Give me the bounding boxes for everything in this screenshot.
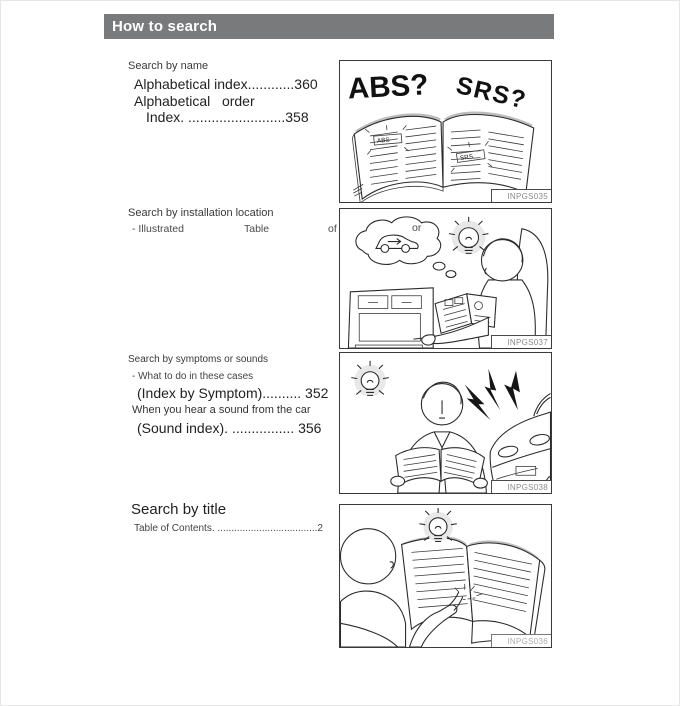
figure-search-by-location: INPGS037 bbox=[339, 208, 552, 349]
light-bulb-icon bbox=[419, 507, 457, 543]
toc-line-sound-index: (Sound index). ................ 356 bbox=[137, 420, 322, 436]
hear-sound-line: When you hear a sound from the car bbox=[132, 404, 311, 416]
toc-line-alphabetical-index: Alphabetical index............360 bbox=[134, 76, 318, 92]
section-name-heading: Search by name bbox=[128, 60, 209, 72]
figure-code: INPGS038 bbox=[491, 480, 551, 493]
figure-code: INPGS037 bbox=[491, 335, 551, 348]
driver-reading-manual-illustration bbox=[347, 216, 549, 348]
highlight-sparkle-icon bbox=[454, 583, 483, 601]
page-title: How to search bbox=[104, 14, 554, 39]
section-symptoms-heading: Search by symptoms or sounds bbox=[128, 354, 269, 365]
dashboard-icon bbox=[347, 287, 434, 348]
toc-line-alphabetical-order: Alphabetical order bbox=[134, 93, 255, 109]
person-and-noisy-car-illustration bbox=[351, 360, 551, 493]
what-to-do-line: - What to do in these cases bbox=[132, 371, 254, 382]
abs-question-label: ABS? bbox=[347, 68, 429, 105]
svg-text:ABS: ABS bbox=[377, 137, 390, 145]
figure-search-by-title: INPGS036 bbox=[339, 504, 552, 648]
manual-book-icon bbox=[434, 293, 497, 334]
light-bulb-icon bbox=[351, 360, 389, 397]
or-fragment: or bbox=[412, 222, 422, 234]
thought-bubble-icon bbox=[355, 216, 457, 279]
car-front-icon bbox=[489, 392, 551, 493]
pointing-hand-icon bbox=[408, 591, 464, 647]
light-bulb-icon bbox=[448, 216, 489, 255]
illustrated-fragment: - Illustrated bbox=[132, 223, 184, 235]
toc-line-table-of-contents: Table of Contents. .....................… bbox=[134, 523, 323, 534]
srs-entry-callout: SRS bbox=[447, 140, 493, 173]
table-fragment: Table bbox=[244, 223, 270, 235]
toc-line-index-by-symptom: (Index by Symptom).......... 352 bbox=[137, 385, 329, 401]
open-book-icon bbox=[390, 447, 488, 489]
figure-code: INPGS036 bbox=[491, 634, 551, 647]
figure-search-by-name: ABS SRS ABS? SRS? INPGS035 bbox=[339, 60, 552, 203]
section-installation-heading: Search by installation location bbox=[128, 207, 274, 219]
open-book-abs-srs-illustration: ABS SRS ABS? SRS? bbox=[347, 68, 535, 202]
toc-line-index-358: Index. .........................358 bbox=[146, 109, 309, 125]
abs-entry-callout: ABS bbox=[364, 125, 409, 155]
pointing-hand-icon bbox=[413, 316, 489, 346]
open-book-icon bbox=[401, 536, 546, 644]
lightning-bolts-icon bbox=[464, 368, 520, 421]
car-icon bbox=[375, 234, 419, 253]
svg-text:SRS: SRS bbox=[460, 153, 474, 162]
of-fragment: of bbox=[328, 223, 337, 235]
person-figure bbox=[340, 528, 407, 647]
srs-question-label: SRS? bbox=[454, 72, 530, 114]
open-book-icon: ABS SRS bbox=[351, 111, 535, 202]
section-title-heading: Search by title bbox=[131, 501, 227, 518]
reader-pointing-at-book-illustration bbox=[340, 507, 546, 647]
figure-code: INPGS035 bbox=[491, 189, 551, 202]
figure-search-by-symptom: INPGS038 bbox=[339, 352, 552, 494]
